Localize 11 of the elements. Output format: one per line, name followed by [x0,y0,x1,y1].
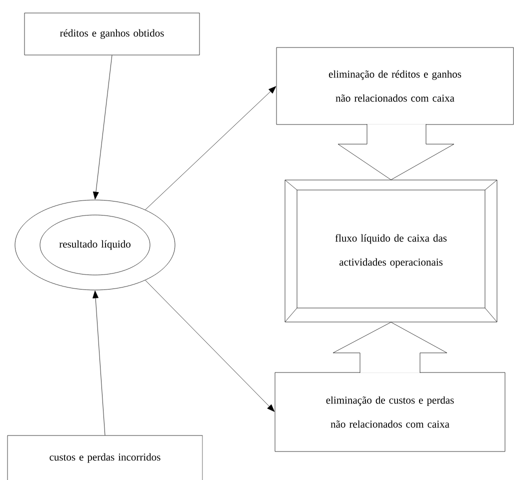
arrow [145,280,275,412]
block-arrow [332,322,448,374]
block-arrow [338,124,454,180]
process-box: eliminação de custos e perdas não relacionados com caixa [274,372,506,452]
process-box: custos e perdas incorridos [7,435,203,480]
framed-box: fluxo líquido de caixa das actividades operacionais [284,180,498,322]
arrow [145,86,276,210]
arrow [92,290,106,436]
process-box: réditos e ganhos obtidos [24,12,200,56]
process-box: eliminação de réditos e ganhos não relacionados com caixa [276,47,514,125]
arrow [92,55,112,200]
